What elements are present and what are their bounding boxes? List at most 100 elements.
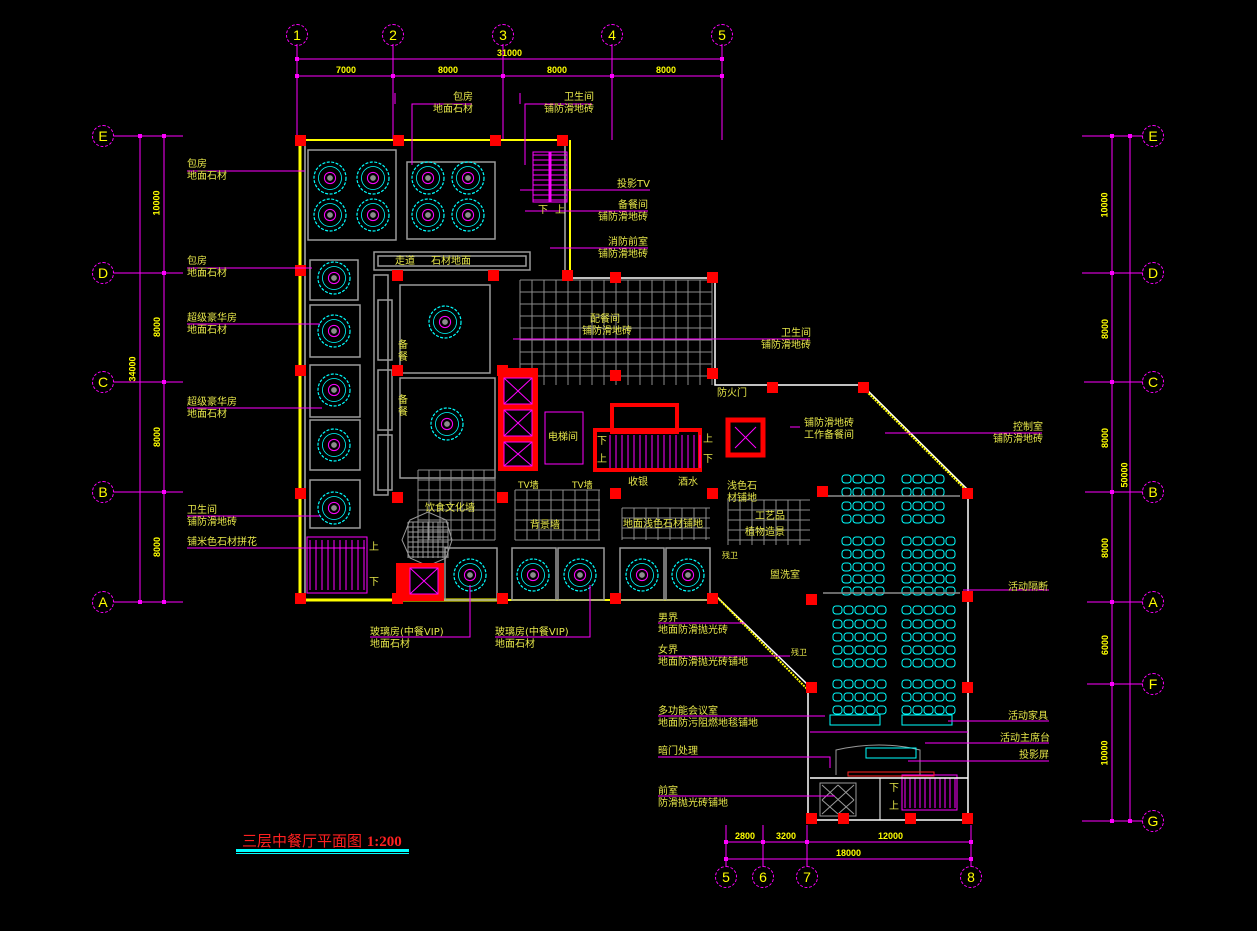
- dim-left-span-1: 10000: [151, 190, 162, 216]
- chair: [841, 562, 852, 572]
- label-private-room-top: 包房地面石材: [433, 92, 473, 115]
- label-movable-podium: 活动主席台: [1000, 733, 1050, 744]
- round-table: [451, 161, 485, 195]
- chair: [832, 692, 843, 702]
- stair-small: [396, 563, 444, 601]
- room-prep-1a: 备: [398, 340, 408, 351]
- chair: [852, 586, 863, 596]
- chair: [841, 549, 852, 559]
- chair: [832, 632, 843, 642]
- room-prep-2a: 备: [398, 395, 408, 406]
- chair: [874, 514, 885, 524]
- chair: [841, 487, 852, 497]
- chair: [923, 632, 934, 642]
- stair-label-down-1: 下: [538, 205, 548, 216]
- chair: [945, 574, 956, 584]
- chair: [863, 474, 874, 484]
- chair: [843, 605, 854, 615]
- dim-right-total: 50000: [1119, 462, 1130, 488]
- chair: [874, 586, 885, 596]
- room-serving-floor: 铺防滑地砖: [582, 326, 632, 337]
- label-deluxe-room-1: 超级豪华房地面石材: [187, 313, 237, 336]
- chair: [843, 692, 854, 702]
- chair: [863, 574, 874, 584]
- round-table: [411, 161, 445, 195]
- chair: [934, 514, 945, 524]
- dim-bottom-span-3: 12000: [878, 831, 904, 841]
- round-table: [317, 314, 351, 348]
- axis-bubble-3: 3: [492, 24, 514, 46]
- chair: [901, 514, 912, 524]
- stair-bottom-left: [306, 536, 368, 594]
- label-hidden-door: 暗门处理: [658, 746, 698, 757]
- drawing-title: 三层中餐厅平面图 1:200: [242, 832, 402, 850]
- axis-bubble-5: 5: [711, 24, 733, 46]
- chair: [934, 501, 945, 511]
- round-table: [563, 558, 597, 592]
- chair: [865, 605, 876, 615]
- chair: [876, 605, 887, 615]
- room-corridor: 走道: [395, 256, 415, 267]
- axis-bubble-A-right: A: [1142, 591, 1164, 613]
- axis-bubble-D-right: D: [1142, 262, 1164, 284]
- structural-column: [707, 488, 718, 499]
- room-light-stone-2: 材铺地: [727, 493, 757, 504]
- chair: [852, 536, 863, 546]
- round-table: [317, 373, 351, 407]
- chair: [863, 501, 874, 511]
- chair: [912, 692, 923, 702]
- dim-bottom-span-2: 3200: [776, 831, 797, 841]
- chair: [865, 632, 876, 642]
- structural-column: [962, 813, 973, 824]
- chair: [876, 679, 887, 689]
- room-disabled-wc-2: 残卫: [791, 648, 807, 657]
- glass-rooms: [444, 547, 711, 601]
- dim-left-span-2: 8000: [152, 316, 163, 338]
- round-table: [356, 198, 390, 232]
- round-table: [451, 198, 485, 232]
- round-table: [317, 261, 351, 295]
- central-dining-rooms: [399, 284, 496, 479]
- chair: [854, 679, 865, 689]
- label-private-room-2: 包房地面石材: [187, 256, 227, 279]
- stair-label-up-4: 上: [369, 542, 379, 553]
- axis-bubble-B-right: B: [1142, 481, 1164, 503]
- chair: [901, 562, 912, 572]
- round-table: [625, 558, 659, 592]
- label-pantry: 备餐间铺防滑地砖: [598, 200, 648, 223]
- axis-bubble-C-right: C: [1142, 371, 1164, 393]
- structural-columns: [295, 135, 973, 824]
- room-prep-1b: 餐: [398, 352, 408, 363]
- chair: [923, 705, 934, 715]
- dim-left-total: 34000: [127, 356, 138, 382]
- dim-top-span-4: 8000: [656, 65, 677, 75]
- structural-column: [610, 593, 621, 604]
- chair: [865, 658, 876, 668]
- label-anteroom: 前室防滑抛光砖铺地: [658, 786, 728, 809]
- left-dimension-lines: [114, 135, 183, 603]
- chair: [843, 679, 854, 689]
- meeting-room-chairs: [832, 474, 956, 715]
- label-mens-restroom: 男界地面防滑抛光砖: [658, 613, 728, 636]
- chair: [901, 474, 912, 484]
- chair: [912, 487, 923, 497]
- leader-lines: [187, 93, 1049, 797]
- dim-right-span-4: 8000: [1100, 537, 1111, 559]
- structural-column: [295, 365, 306, 376]
- chair: [854, 645, 865, 655]
- chair: [923, 562, 934, 572]
- chair: [912, 619, 923, 629]
- label-restroom-right: 卫生间铺防滑地砖: [761, 328, 811, 351]
- chair: [876, 645, 887, 655]
- stair-label-down-5: 下: [889, 783, 899, 794]
- chair: [876, 632, 887, 642]
- axis-bubble-B-left: B: [92, 481, 114, 503]
- room-work-prep-floor: 铺防滑地砖: [804, 418, 854, 429]
- chair: [923, 536, 934, 546]
- label-movable-furniture: 活动家具: [1008, 711, 1048, 722]
- chair: [934, 705, 945, 715]
- axis-bubble-E-left: E: [92, 125, 114, 147]
- chair: [912, 679, 923, 689]
- structural-column: [707, 593, 718, 604]
